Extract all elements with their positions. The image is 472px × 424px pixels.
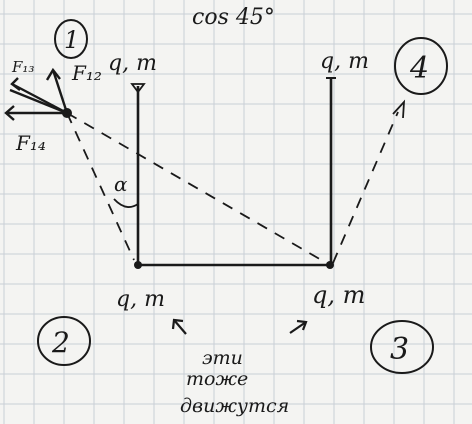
charge-markers — [62, 77, 336, 269]
note-arrow-right — [289, 321, 307, 334]
circle-label-1: 1 — [54, 19, 88, 59]
note-line-2: тоже — [186, 368, 248, 390]
charge-dot-bottom-left — [134, 261, 142, 269]
force-arrows — [4, 67, 69, 121]
force-f12-arrow — [51, 69, 69, 114]
force-f12-label: F₁₂ — [71, 61, 102, 85]
note-line-1: эти — [202, 347, 243, 369]
force-f14-label: F₁₄ — [15, 131, 46, 155]
handwritten-note: эти тоже движутся — [180, 347, 289, 417]
svg-text:3: 3 — [390, 332, 409, 367]
charge-label-top-left: q, m — [108, 51, 157, 76]
dashed-string-left — [66, 112, 135, 261]
charge-marker-top-left — [130, 83, 146, 94]
dashed-string-right — [332, 111, 399, 264]
angle-arc — [113, 198, 139, 208]
angle-label: α — [114, 172, 128, 196]
top-text: cos 45° — [192, 5, 275, 30]
dashed-lines — [66, 111, 399, 266]
circle-label-3: 3 — [370, 320, 434, 374]
svg-text:1: 1 — [64, 26, 79, 54]
dashed-diagonal — [66, 112, 331, 266]
charge-label-top-right: q, m — [320, 49, 369, 74]
svg-text:4: 4 — [409, 51, 429, 86]
svg-text:2: 2 — [51, 326, 70, 359]
note-arrow-left — [173, 319, 187, 335]
charge-label-bottom-left: q, m — [116, 287, 165, 312]
note-line-3: движутся — [180, 395, 289, 417]
note-arrows — [171, 318, 308, 335]
circle-label-4: 4 — [394, 37, 448, 95]
circle-label-2: 2 — [37, 316, 91, 366]
force-f13-label: F₁₃ — [11, 58, 34, 76]
square-sides — [136, 78, 333, 267]
dashed-arrow-head — [392, 99, 406, 119]
charge-label-bottom-right: q, m — [312, 281, 365, 309]
